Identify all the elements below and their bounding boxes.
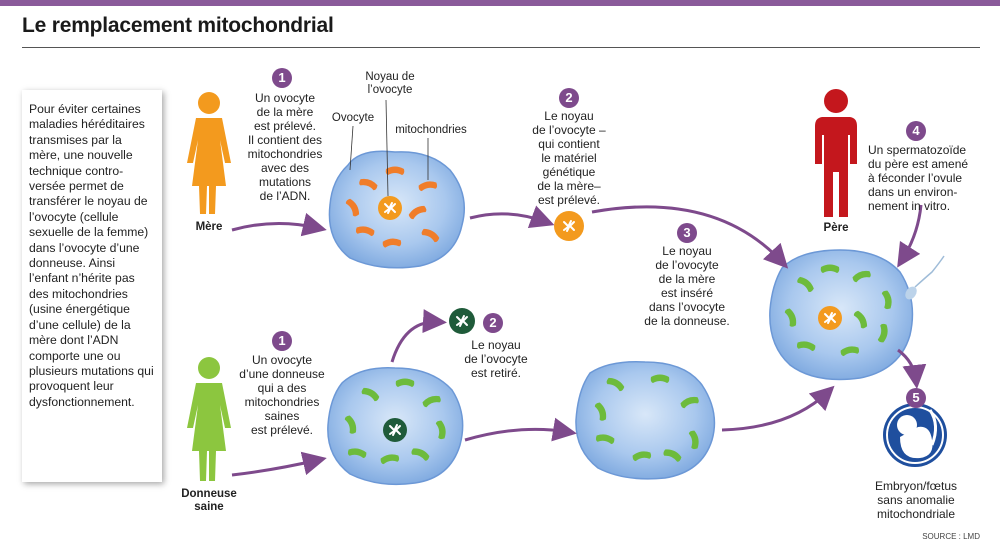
mother-figure xyxy=(187,92,231,214)
enucleated-donor-cell xyxy=(575,360,716,480)
step-4-text: Un spermatozoïde du père est amené à féc… xyxy=(868,143,969,213)
nucleus-label: Noyau de l’ovocyte xyxy=(365,71,415,96)
mother-nucleus-extracted xyxy=(554,211,584,241)
step-3-badge: 3 xyxy=(677,223,697,243)
embryo-icon xyxy=(883,403,947,467)
mother-label: Mère xyxy=(195,221,223,233)
mother-oocyte-cell xyxy=(328,150,465,269)
intro-box: Pour éviter certaines maladies héréditai… xyxy=(22,90,162,482)
step-1-donor-badge: 1 xyxy=(272,331,292,351)
father-figure xyxy=(815,89,857,217)
donor-figure xyxy=(187,357,231,481)
step-2-donor-badge: 2 xyxy=(483,313,503,333)
title-divider xyxy=(22,47,980,48)
donor-nucleus-removed xyxy=(449,308,475,334)
donor-oocyte-cell xyxy=(327,367,464,486)
donor-label: Donneuse saine xyxy=(181,488,237,513)
step-3-text: Le noyau de l’ovocyte de la mère est ins… xyxy=(644,244,730,328)
mitochondria-label: mitochondries xyxy=(395,124,467,136)
step-4-badge: 4 xyxy=(906,121,926,141)
step-2-mother-text: Le noyau de l’ovocyte – qui contient le … xyxy=(532,109,606,207)
oocyte-label: Ovocyte xyxy=(331,112,375,124)
step-5-text: Embryon/fœtus sans anomalie mitochondria… xyxy=(874,479,958,521)
top-accent-bar xyxy=(0,0,1000,6)
source-credit: SOURCE : LMD xyxy=(922,532,980,541)
step-1-mother-text: Un ovocyte de la mère est prélevé. Il co… xyxy=(247,91,323,203)
step-5-badge: 5 xyxy=(906,388,926,408)
step-1-mother-badge: 1 xyxy=(272,68,292,88)
sperm-cell xyxy=(905,255,945,300)
process-arrows xyxy=(231,204,927,477)
step-2-donor-text: Le noyau de l’ovocyte est retiré. xyxy=(464,338,528,380)
father-label: Père xyxy=(823,222,849,234)
step-2-mother-badge: 2 xyxy=(559,88,579,108)
label-leaders xyxy=(349,99,429,197)
page-title: Le remplacement mitochondrial xyxy=(22,14,334,37)
reconstructed-oocyte-cell xyxy=(769,249,914,381)
step-1-donor-text: Un ovocyte d’une donneuse qui a des mito… xyxy=(239,353,325,437)
